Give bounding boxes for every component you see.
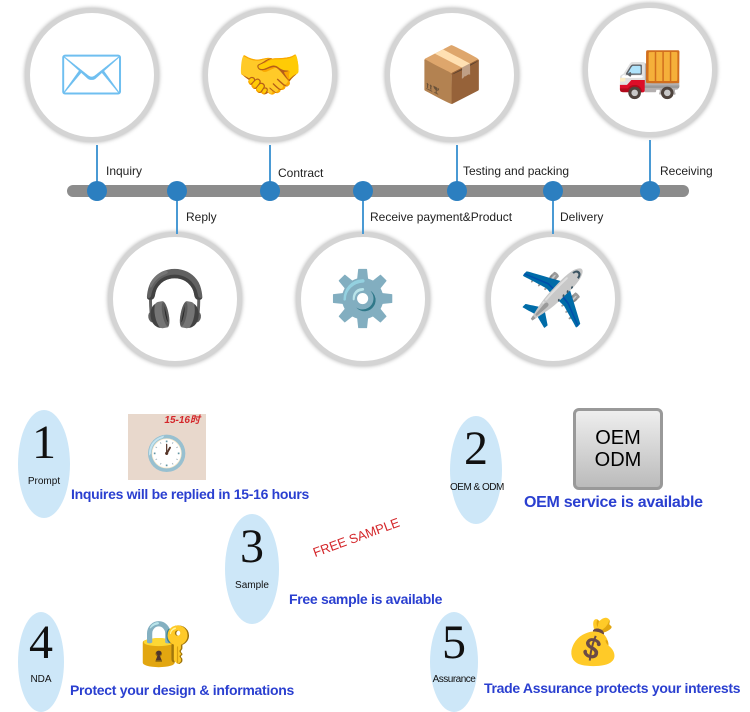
timeline-bar — [67, 185, 689, 197]
feature-tag: Assurance — [432, 674, 476, 685]
timeline-dot — [353, 181, 373, 201]
feature-number: 4 — [29, 616, 53, 669]
timeline-stem — [649, 140, 651, 185]
feature-text: Inquires will be replied in 15-16 hours — [71, 486, 310, 502]
feature-number: 3 — [240, 520, 264, 573]
timeline-dot — [640, 181, 660, 201]
dollar-coins-icon: 💰 — [565, 618, 621, 667]
step-label: Delivery — [560, 210, 604, 224]
magnifier-boxes-icon: 📦 — [385, 8, 519, 142]
timeline-dot — [87, 181, 107, 201]
timeline-dot — [167, 181, 187, 201]
feature-tag: Prompt — [27, 476, 61, 487]
timeline-stem — [176, 197, 178, 234]
feature-text: Protect your design & informations — [70, 682, 294, 698]
timeline-stem — [552, 197, 554, 234]
feature-number: 2 — [464, 422, 488, 475]
clock-icon: 🕐15-16时 — [128, 414, 206, 480]
feature-number: 1 — [32, 416, 56, 469]
headset-operators-icon: 🎧 — [108, 232, 242, 366]
step-label: Reply — [186, 210, 217, 224]
clock-badge: 15-16时 — [164, 415, 200, 426]
money-gears-icon: ⚙️ — [296, 232, 430, 366]
oem-odm-sign-icon: OEM ODM — [573, 408, 663, 490]
step-label: Contract — [278, 166, 324, 180]
feature-text: Free sample is available — [289, 591, 443, 607]
feature-text: Trade Assurance protects your interests — [484, 680, 741, 696]
feature-tag: OEM & ODM — [450, 482, 504, 493]
timeline-dot — [447, 181, 467, 201]
step-label: Receive payment&Product — [370, 210, 513, 224]
airplane-ship-icon: ✈️ — [486, 232, 620, 366]
timeline-stem — [362, 197, 364, 234]
padlock-key-icon: 🔐 — [138, 619, 194, 668]
step-label: Testing and packing — [463, 164, 570, 178]
step-label: Inquiry — [106, 164, 143, 178]
timeline-dot — [543, 181, 563, 201]
feature-tag: NDA — [30, 674, 52, 685]
timeline-stem — [456, 145, 458, 185]
timeline-stem — [96, 145, 98, 185]
step-label: Receiving — [660, 164, 713, 178]
feature-number: 5 — [442, 616, 466, 669]
handshake-icon: 🤝 — [203, 8, 337, 142]
timeline-dot — [260, 181, 280, 201]
timeline-stem — [269, 145, 271, 185]
container-boxes-icon: 🚚 — [583, 3, 717, 137]
oem-odm-label: OEM ODM — [594, 427, 642, 471]
feature-text: OEM service is available — [524, 494, 703, 511]
free-sample-text: FREE SAMPLE — [310, 514, 402, 560]
feature-tag: Sample — [235, 580, 269, 591]
envelope-icon: ✉️ — [25, 8, 159, 142]
